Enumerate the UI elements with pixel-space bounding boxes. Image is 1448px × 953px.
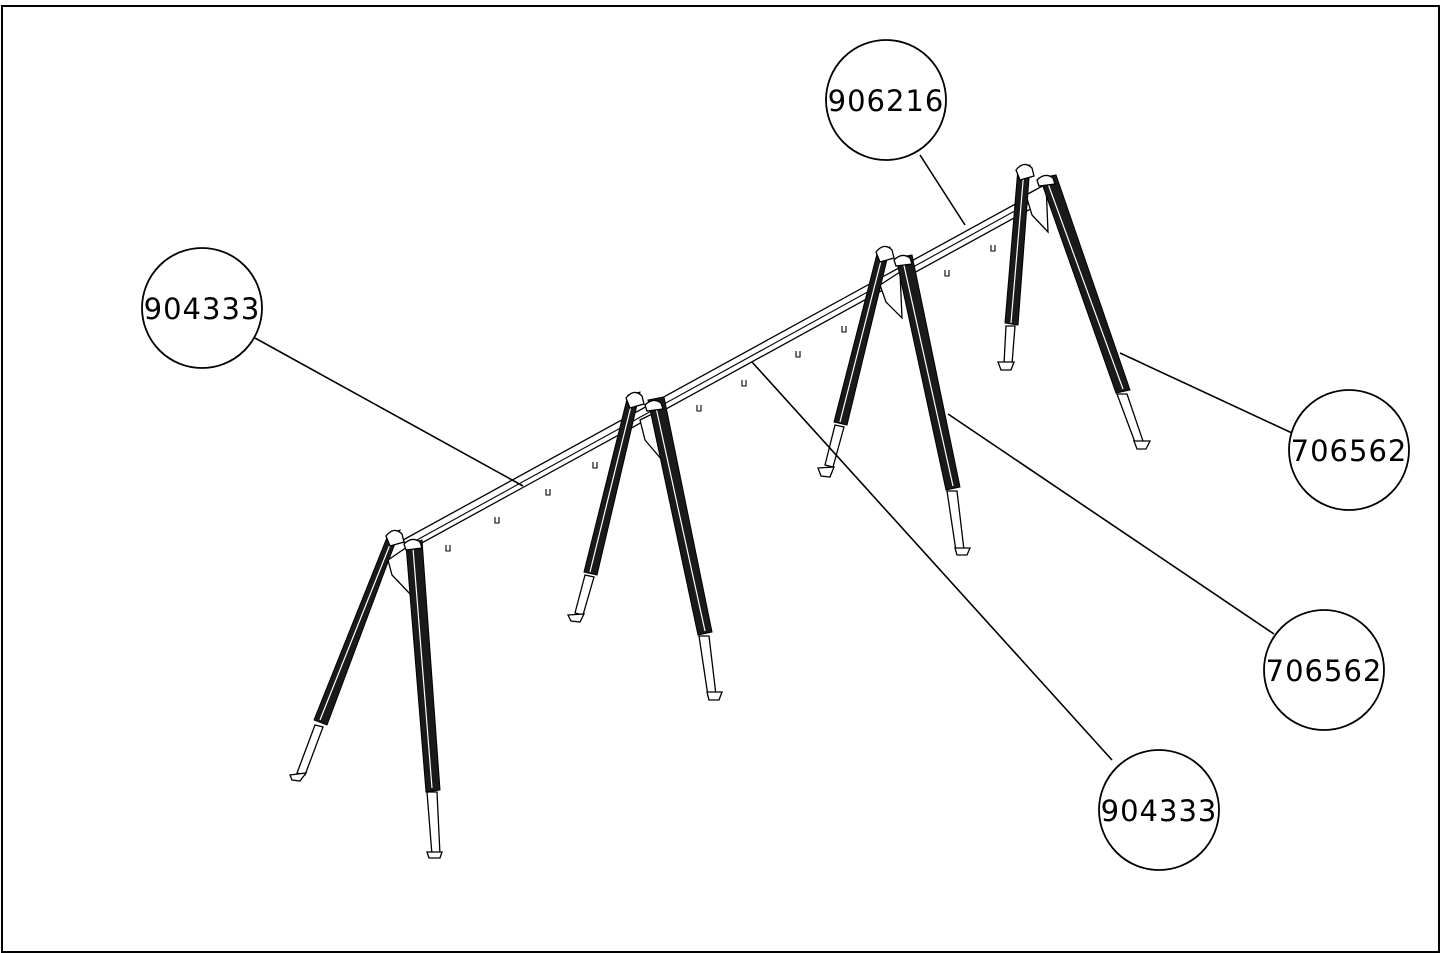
leader-904333-bottom [751,361,1113,761]
balloon-label: 706562 [1291,434,1408,468]
balloon-904333-bottom: 904333 [1098,749,1220,871]
leader-706562-top [1119,352,1293,434]
a-frame-1 [289,529,443,859]
balloon-label: 904333 [1101,794,1218,828]
leader-lines [254,154,1293,761]
balloon-706562-bottom: 706562 [1263,609,1385,731]
balloon-label: 706562 [1266,654,1383,688]
top-beam [402,195,1037,552]
a-frame-4 [997,163,1152,450]
a-frame-2 [566,391,723,701]
balloon-label: 906216 [828,84,945,118]
balloon-706562-top: 706562 [1288,389,1410,511]
leader-906216 [919,154,966,226]
a-frame-3 [817,245,971,556]
leader-904333-top [254,337,524,487]
drawing-border [1,5,1440,953]
leader-706562-bottom [947,413,1275,635]
balloon-label: 904333 [144,292,261,326]
balloon-904333-top: 904333 [141,247,263,369]
balloon-906216: 906216 [825,39,947,161]
